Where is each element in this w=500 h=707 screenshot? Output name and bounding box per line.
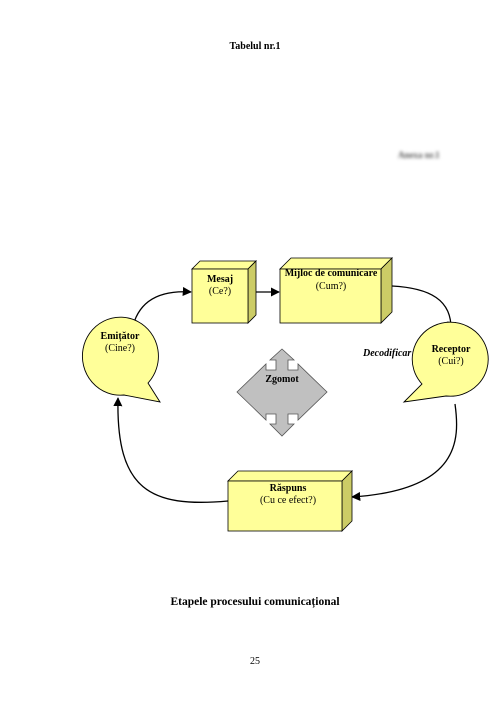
node-raspuns: Răspuns (Cu ce efect?)	[227, 470, 353, 532]
raspuns-title: Răspuns	[270, 483, 307, 494]
emitator-title: Emițător	[101, 331, 140, 342]
receptor-subtitle: (Cui?)	[438, 356, 464, 367]
mesaj-title: Mesaj	[207, 274, 233, 285]
node-mesaj: Mesaj (Ce?)	[191, 260, 257, 324]
receptor-title: Receptor	[432, 344, 471, 355]
node-emitator: Emițător (Cine?)	[82, 316, 161, 403]
mesaj-subtitle: (Ce?)	[209, 286, 231, 297]
annex-label: Anexa nr.1	[398, 150, 440, 160]
arrow-receptor-to-raspuns	[351, 403, 458, 502]
table-title: Tabelul nr.1	[229, 41, 281, 52]
diagram-caption: Etapele procesului comunicațional	[170, 596, 340, 608]
page-number: 25	[250, 656, 260, 667]
arrow-raspuns-to-emitator	[113, 397, 229, 504]
node-receptor: Receptor (Cui?)	[402, 321, 489, 403]
emitator-subtitle: (Cine?)	[105, 343, 135, 354]
node-mijloc-de-comunicare: Mijloc de comunicare (Cum?)	[279, 257, 393, 324]
node-zgomot: Zgomot	[236, 348, 328, 437]
raspuns-subtitle: (Cu ce efect?)	[260, 495, 316, 506]
decodificare-label: Decodificar	[362, 348, 411, 359]
mijloc-title: Mijloc de comunicare	[285, 268, 378, 279]
arrow-mijloc-to-receptor	[391, 285, 456, 331]
mijloc-subtitle: (Cum?)	[316, 281, 347, 292]
zgomot-title: Zgomot	[265, 374, 299, 385]
